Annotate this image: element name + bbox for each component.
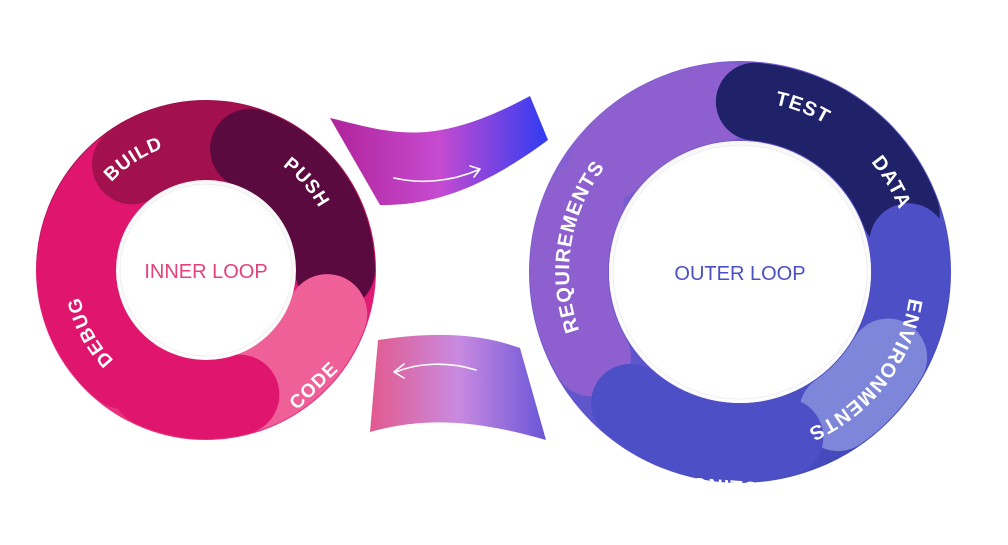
arrow-left-icon (393, 363, 477, 379)
outer-loop-ring (529, 61, 951, 483)
outer-arc-test (570, 62, 765, 202)
loop-bridges (330, 96, 548, 440)
outer-segment-monitoring: MONITORING (673, 473, 814, 505)
inner-loop-center (116, 180, 296, 360)
arrow-right-icon (393, 165, 481, 183)
outer-loop-center (609, 141, 871, 403)
outer-arc-requirements (530, 160, 631, 397)
inner-arc-code (111, 346, 280, 439)
inner-loop-center-ring (119, 183, 293, 357)
outer-loop-center-ring (612, 144, 868, 400)
bridge-top (330, 96, 548, 205)
outer-arc-environments-lower (799, 318, 928, 452)
outer-loop-title: OUTER LOOP (674, 263, 805, 285)
outer-arc-monitoring (591, 364, 824, 482)
inner-loop-ring (36, 100, 376, 440)
inner-arc-push (210, 108, 375, 310)
bridge-bottom (370, 334, 546, 440)
outer-arc-data (715, 62, 940, 253)
inner-loop-title: INNER LOOP (144, 261, 267, 283)
